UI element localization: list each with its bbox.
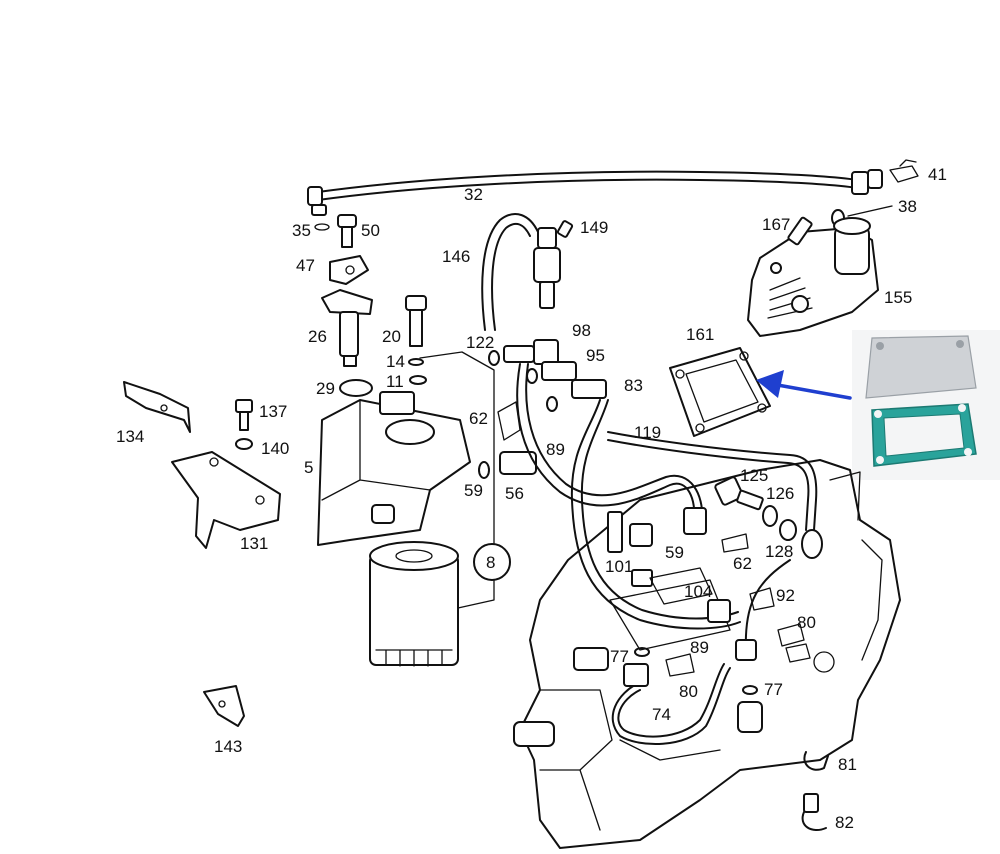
label-20: 20 bbox=[382, 327, 401, 346]
engine-block bbox=[513, 459, 901, 849]
fuel-pump-155 bbox=[747, 216, 879, 337]
banjo-bolt-125 bbox=[714, 476, 764, 511]
bracket-143 bbox=[203, 685, 245, 727]
label-74: 74 bbox=[652, 705, 671, 724]
label-62b: 62 bbox=[733, 554, 752, 573]
filter-housing-5 bbox=[317, 391, 471, 546]
callout-labels: 32 41 38 35 50 149 146 167 47 155 26 20 … bbox=[116, 165, 947, 832]
label-80a: 80 bbox=[797, 613, 816, 632]
injection-lines bbox=[516, 363, 818, 745]
label-56: 56 bbox=[505, 484, 524, 503]
label-89b: 89 bbox=[690, 638, 709, 657]
bolt-137 bbox=[235, 399, 253, 431]
label-137: 137 bbox=[259, 402, 287, 421]
washer-59 bbox=[478, 461, 490, 479]
label-126: 126 bbox=[766, 484, 794, 503]
label-14: 14 bbox=[386, 352, 405, 371]
label-59a: 59 bbox=[464, 481, 483, 500]
injector-149 bbox=[533, 220, 574, 309]
clip-62 bbox=[497, 401, 521, 441]
product-photo bbox=[852, 330, 1000, 480]
label-92: 92 bbox=[776, 586, 795, 605]
gasket-161 bbox=[669, 347, 771, 437]
hose-146 bbox=[481, 213, 539, 331]
label-59b: 59 bbox=[665, 543, 684, 562]
pointer-arrow bbox=[756, 370, 852, 400]
fitting-95 bbox=[526, 361, 577, 384]
label-146: 146 bbox=[442, 247, 470, 266]
fittings-cluster bbox=[607, 507, 829, 831]
label-29: 29 bbox=[316, 379, 335, 398]
bracket-134 bbox=[123, 381, 191, 433]
washer-128 bbox=[779, 519, 797, 541]
label-32: 32 bbox=[464, 185, 483, 204]
valve-26 bbox=[321, 289, 373, 367]
label-89a: 89 bbox=[546, 440, 565, 459]
washer-140 bbox=[235, 438, 253, 450]
banjo-fitting-41 bbox=[867, 159, 919, 189]
label-62a: 62 bbox=[469, 409, 488, 428]
photo-plate bbox=[865, 335, 977, 399]
label-38: 38 bbox=[898, 197, 917, 216]
fitting-98 bbox=[488, 339, 559, 366]
label-149: 149 bbox=[580, 218, 608, 237]
bolt-50 bbox=[337, 214, 357, 248]
label-128: 128 bbox=[765, 542, 793, 561]
label-35: 35 bbox=[292, 221, 311, 240]
fitting-56 bbox=[499, 451, 537, 475]
label-5: 5 bbox=[304, 458, 313, 477]
label-131: 131 bbox=[240, 534, 268, 553]
washer-11 bbox=[409, 375, 427, 385]
washer-126 bbox=[762, 505, 778, 527]
label-81: 81 bbox=[838, 755, 857, 774]
plate-47 bbox=[329, 255, 369, 285]
fuel-line-32 bbox=[307, 170, 869, 206]
label-155: 155 bbox=[884, 288, 912, 307]
label-119: 119 bbox=[634, 423, 661, 442]
label-161: 161 bbox=[686, 325, 714, 344]
label-11: 11 bbox=[386, 372, 404, 391]
label-41: 41 bbox=[928, 165, 947, 184]
label-167: 167 bbox=[762, 215, 790, 234]
label-77b: 77 bbox=[764, 680, 783, 699]
label-26: 26 bbox=[308, 327, 327, 346]
washer-14 bbox=[408, 358, 424, 366]
callout-frame-8 bbox=[419, 351, 511, 609]
label-143: 143 bbox=[214, 737, 242, 756]
label-134: 134 bbox=[116, 427, 144, 446]
pipe-eye bbox=[801, 529, 823, 559]
fitting-83 bbox=[546, 379, 607, 412]
label-80b: 80 bbox=[679, 682, 698, 701]
label-47: 47 bbox=[296, 256, 315, 275]
label-50: 50 bbox=[361, 221, 380, 240]
label-95: 95 bbox=[586, 346, 605, 365]
label-83: 83 bbox=[624, 376, 643, 395]
o-ring-29 bbox=[339, 379, 373, 397]
label-8: 8 bbox=[486, 553, 495, 572]
label-101: 101 bbox=[605, 557, 633, 576]
label-125: 125 bbox=[740, 466, 768, 485]
bracket-131 bbox=[171, 451, 281, 549]
label-77a: 77 bbox=[610, 647, 629, 666]
label-104: 104 bbox=[684, 582, 712, 601]
label-122: 122 bbox=[466, 333, 494, 352]
label-98: 98 bbox=[572, 321, 591, 340]
banjo-35 bbox=[311, 204, 330, 231]
filter-cartridge bbox=[369, 541, 459, 667]
label-82: 82 bbox=[835, 813, 854, 832]
plug-20 bbox=[405, 295, 427, 347]
label-140: 140 bbox=[261, 439, 289, 458]
